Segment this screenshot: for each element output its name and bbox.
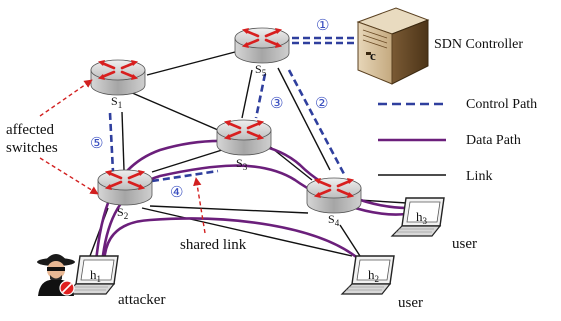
link-s1-s5 (146, 51, 236, 76)
sdn-controller-label: SDN Controller (434, 37, 523, 52)
host-h1: h1 (65, 255, 119, 295)
svg-text:h3: h3 (416, 209, 428, 226)
control-path-s2-s3 (151, 169, 219, 183)
svg-text:S4: S4 (328, 212, 340, 228)
step-3-label: ③ (270, 94, 283, 112)
step-1-label: ① (316, 16, 329, 34)
host-h3-sub: 3 (423, 216, 428, 226)
link-s5-s4 (277, 67, 331, 171)
control-path-s1-s2 (108, 112, 115, 173)
svg-text:S3: S3 (236, 156, 248, 172)
arrow-to-s2 (39, 157, 99, 195)
switch-s4-label: S (328, 212, 335, 226)
switch-s2-sub: 2 (124, 211, 129, 221)
user-label-h2: user (398, 295, 423, 311)
switch-s2: S2 (96, 168, 154, 221)
host-h2-label: h (368, 267, 375, 282)
link-s2-h2 (141, 207, 353, 257)
legend-data-path-label: Data Path (466, 133, 521, 148)
link-s3-s2 (151, 149, 223, 173)
svg-text:h1: h1 (90, 267, 101, 284)
sdn-controller-server: c (356, 7, 430, 85)
host-h1-sub: 1 (97, 274, 102, 284)
legend-control-path-label: Control Path (466, 97, 537, 112)
switch-s1-label: S (111, 94, 118, 108)
switch-s5-sub: 5 (262, 68, 267, 78)
link-s5-s3 (241, 69, 253, 119)
step-5-label: ⑤ (90, 134, 103, 152)
switch-icon (89, 58, 147, 97)
switch-s4-sub: 4 (335, 218, 340, 228)
svg-text:h2: h2 (368, 267, 379, 284)
switch-s1: S1 (89, 58, 147, 110)
link-s1-s3 (129, 91, 219, 131)
switch-s2-label: S (117, 205, 124, 219)
switch-icon (305, 176, 363, 215)
affected-switches-label-line1: affected (6, 122, 55, 138)
switch-icon (215, 118, 273, 157)
attacker-icon (37, 254, 75, 296)
control-path-s5-s4 (287, 69, 346, 175)
control-path-s5-s3 (254, 73, 267, 119)
svg-text:S2: S2 (117, 205, 128, 221)
switch-icon (233, 26, 291, 65)
host-h3: h3 (391, 197, 445, 237)
switch-s3: S3 (215, 118, 273, 172)
svg-text:S5: S5 (255, 62, 267, 78)
switch-s5-label: S (255, 62, 262, 76)
control-path-lines (108, 36, 357, 183)
host-h2: h2 (341, 255, 395, 295)
host-h3-label: h (416, 209, 423, 224)
arrow-to-shared-link (193, 177, 206, 234)
controller-box-letter: c (370, 48, 376, 63)
switch-icon (96, 168, 154, 207)
link-s4-h2 (339, 224, 361, 257)
attacker-label: attacker (118, 292, 165, 308)
svg-text:S1: S1 (111, 94, 122, 110)
annotation-arrows (39, 79, 206, 234)
legend: Control Path Data Path Link (378, 97, 537, 184)
switch-s5: S5 (233, 26, 291, 78)
host-h2-sub: 2 (375, 274, 380, 284)
host-h1-label: h (90, 267, 97, 282)
step-4-label: ④ (170, 183, 183, 201)
switch-s1-sub: 1 (118, 100, 123, 110)
switch-s4: S4 (305, 176, 363, 228)
link-s1-s2 (121, 111, 125, 171)
step-2-label: ② (315, 94, 328, 112)
data-path-h1-h2 (102, 217, 361, 267)
switch-s3-label: S (236, 156, 243, 170)
user-label-h3: user (452, 236, 477, 252)
shared-link-label: shared link (180, 237, 247, 253)
affected-switches-label-line2: switches (6, 140, 58, 156)
switch-s3-sub: 3 (243, 162, 248, 172)
legend-link-label: Link (466, 169, 492, 184)
link-s2-s4 (149, 205, 309, 214)
arrow-to-s1 (39, 79, 93, 117)
